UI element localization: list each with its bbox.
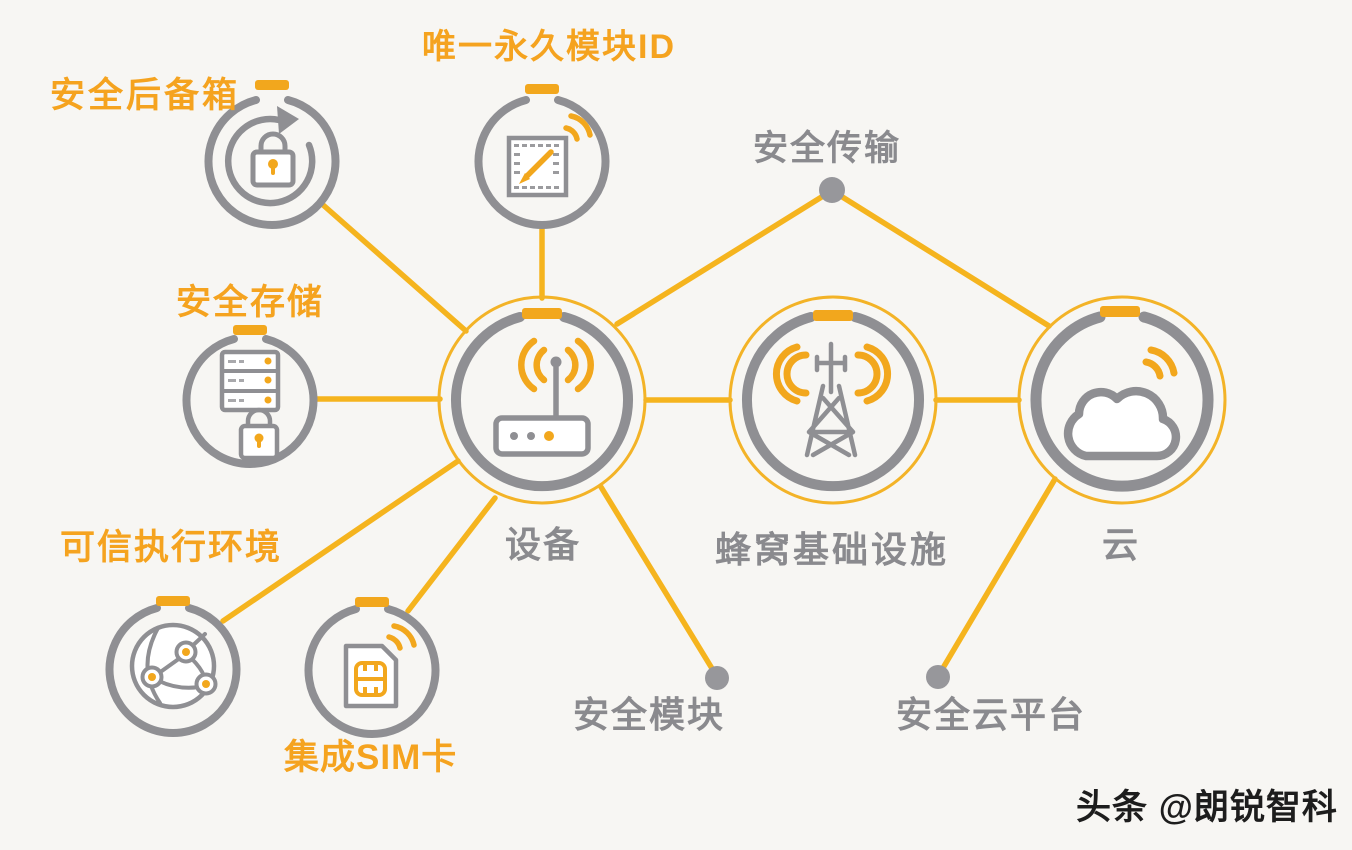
tower-wifi-right-arcs bbox=[854, 343, 892, 405]
backup-keyhole-stem bbox=[271, 166, 275, 175]
trusted-ring bbox=[105, 604, 241, 737]
secure-transmission-dot bbox=[819, 177, 845, 203]
node-secure-storage bbox=[182, 325, 318, 468]
router-led-1 bbox=[510, 432, 518, 440]
trusted-top-dash bbox=[156, 596, 190, 606]
moduleid-pen bbox=[524, 149, 554, 179]
connector-cloud-platform bbox=[937, 476, 1058, 676]
globe-node-3-dot bbox=[202, 680, 210, 688]
server-lock-icon bbox=[219, 349, 281, 461]
cellular-gray-ring bbox=[742, 312, 924, 492]
backup-keyhole bbox=[268, 159, 278, 169]
connector-transmission-cloud bbox=[833, 190, 1052, 329]
cloud-gray-ring bbox=[1030, 311, 1214, 492]
sim-chip bbox=[354, 661, 387, 697]
connector-backup-device bbox=[319, 201, 469, 334]
secure-cloud-platform-dot bbox=[926, 665, 950, 689]
router-body bbox=[493, 415, 591, 457]
server-row-marks bbox=[228, 360, 244, 402]
router-wifi-left-arcs bbox=[518, 337, 548, 393]
unique-module-id-label: 唯一永久模块ID bbox=[422, 28, 676, 66]
radio-tower-icon bbox=[772, 341, 892, 458]
cloud-label: 云 bbox=[1102, 524, 1141, 565]
globe-node-1-dot bbox=[182, 648, 190, 656]
storage-lock-shackle bbox=[245, 407, 273, 426]
moduleid-micro-text bbox=[514, 144, 559, 189]
wifi-router-icon bbox=[493, 337, 594, 457]
cloud-wifi-icon bbox=[1063, 346, 1181, 461]
connector-trusted-device bbox=[220, 458, 461, 624]
cloud-shape bbox=[1063, 386, 1181, 461]
node-cloud bbox=[1017, 295, 1227, 505]
storage-keyhole-stem bbox=[257, 440, 261, 448]
connector-device-securemodule bbox=[598, 484, 719, 678]
backup-lock-shackle bbox=[258, 131, 288, 152]
node-unique-module-id bbox=[474, 84, 610, 229]
moduleid-wifi-arcs bbox=[563, 113, 593, 142]
router-wifi-right-arcs bbox=[564, 337, 594, 393]
cloud-top-dash bbox=[1100, 306, 1140, 317]
refresh-arrowhead bbox=[277, 106, 299, 134]
storage-top-dash bbox=[233, 325, 267, 335]
globe-node-2-dot bbox=[148, 673, 156, 681]
refresh-lock-icon bbox=[224, 106, 316, 207]
node-cellular-infrastructure bbox=[728, 295, 938, 505]
trusted-execution-environment-label: 可信执行环境 bbox=[60, 528, 283, 567]
connector-sim-device bbox=[405, 495, 498, 614]
cloud-outer-ring bbox=[1017, 295, 1227, 505]
node-integrated-sim bbox=[304, 597, 440, 738]
backup-top-dash bbox=[255, 80, 289, 90]
moduleid-pen-nib bbox=[519, 173, 530, 184]
secure-storage-label: 安全存储 bbox=[176, 283, 325, 322]
tower-structure bbox=[804, 341, 858, 458]
device-top-dash bbox=[522, 308, 562, 319]
sim-ring bbox=[304, 605, 440, 738]
secure-transmission-label: 安全传输 bbox=[753, 129, 902, 168]
watermark: 头条 @朗锐智科 bbox=[1076, 788, 1338, 827]
secure-module-dot bbox=[705, 666, 729, 690]
cellular-outer-ring bbox=[728, 295, 938, 505]
cloud-wifi-arcs bbox=[1142, 346, 1178, 380]
node-device bbox=[437, 295, 647, 505]
sim-card-icon bbox=[343, 623, 417, 709]
sim-top-dash bbox=[355, 597, 389, 607]
signed-chip-label-icon bbox=[506, 113, 593, 198]
server-led-2 bbox=[264, 376, 272, 384]
storage-ring bbox=[182, 335, 318, 468]
moduleid-ring bbox=[474, 96, 610, 229]
server-body bbox=[219, 349, 281, 413]
backup-ring bbox=[204, 96, 340, 229]
router-led-3 bbox=[544, 431, 554, 441]
cellular-top-dash bbox=[813, 310, 853, 321]
moduleid-top-dash bbox=[525, 84, 559, 94]
secure-module-label: 安全模块 bbox=[573, 694, 726, 735]
secure-backup-label: 安全后备箱 bbox=[50, 76, 241, 115]
device-gray-ring bbox=[451, 312, 633, 492]
storage-keyhole bbox=[254, 433, 264, 443]
server-led-3 bbox=[264, 396, 272, 404]
node-trusted-execution-environment bbox=[105, 596, 241, 737]
connector-lines bbox=[220, 190, 1058, 678]
router-led-2 bbox=[527, 432, 535, 440]
integrated-sim-label: 集成SIM卡 bbox=[284, 738, 458, 777]
cellular-infrastructure-label: 蜂窝基础设施 bbox=[715, 529, 950, 570]
tower-wifi-left-arcs bbox=[772, 343, 810, 405]
sim-wifi-arcs bbox=[386, 623, 417, 651]
server-led-1 bbox=[264, 357, 272, 365]
node-secure-backup bbox=[204, 80, 340, 229]
network-globe-icon bbox=[129, 622, 218, 710]
connector-device-transmission bbox=[614, 190, 831, 327]
device-label: 设备 bbox=[505, 524, 582, 565]
device-outer-ring bbox=[437, 295, 647, 505]
secure-cloud-platform-label: 安全云平台 bbox=[896, 694, 1087, 735]
router-antenna-tip bbox=[550, 356, 562, 368]
refresh-arc bbox=[224, 115, 316, 207]
